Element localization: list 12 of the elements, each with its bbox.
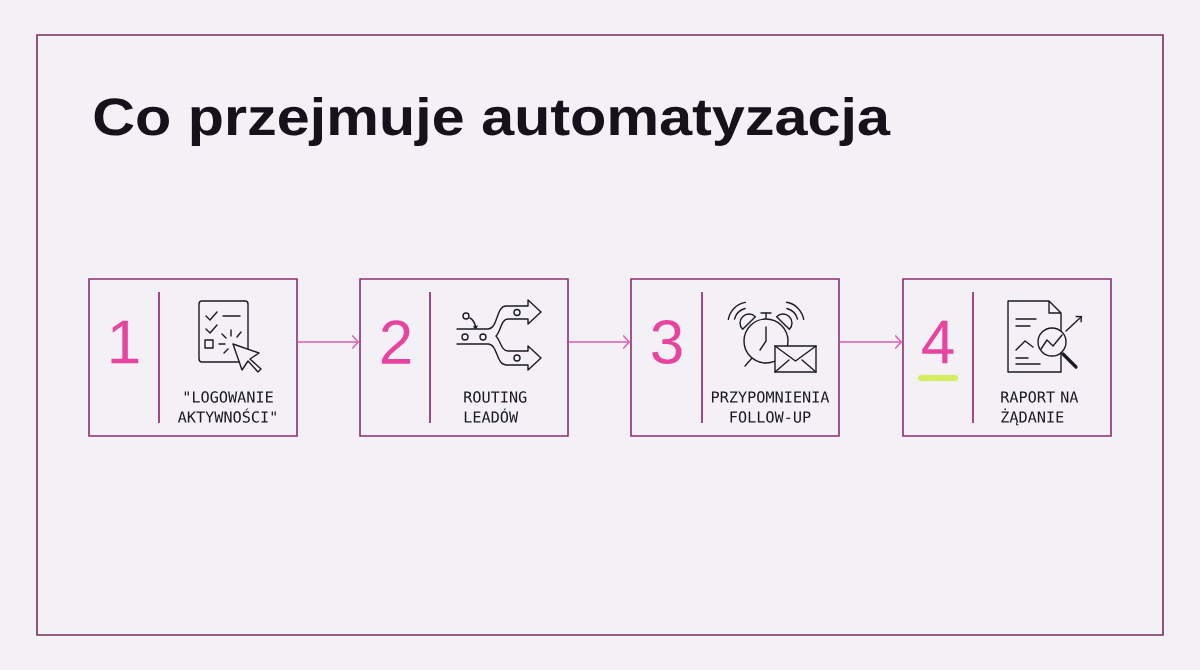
step-label: "LOGOWANIE AKTYWNOŚCI"	[177, 391, 276, 423]
step-label: RAPORT NA ŻĄDANIE	[1001, 391, 1079, 426]
title: Co przejmuje automatyzacja	[94, 96, 891, 146]
arrow	[568, 334, 631, 350]
step-label: PRZYPOMNIENIA FOLLOW-UP	[712, 391, 830, 423]
step-number: 4	[922, 320, 954, 364]
arrow	[297, 334, 360, 350]
step-label: ROUTING LEADÓW	[464, 391, 527, 423]
step-number: 1	[111, 320, 139, 364]
step-number: 3	[652, 320, 682, 364]
step-number: 2	[381, 320, 411, 364]
arrow	[839, 334, 903, 350]
